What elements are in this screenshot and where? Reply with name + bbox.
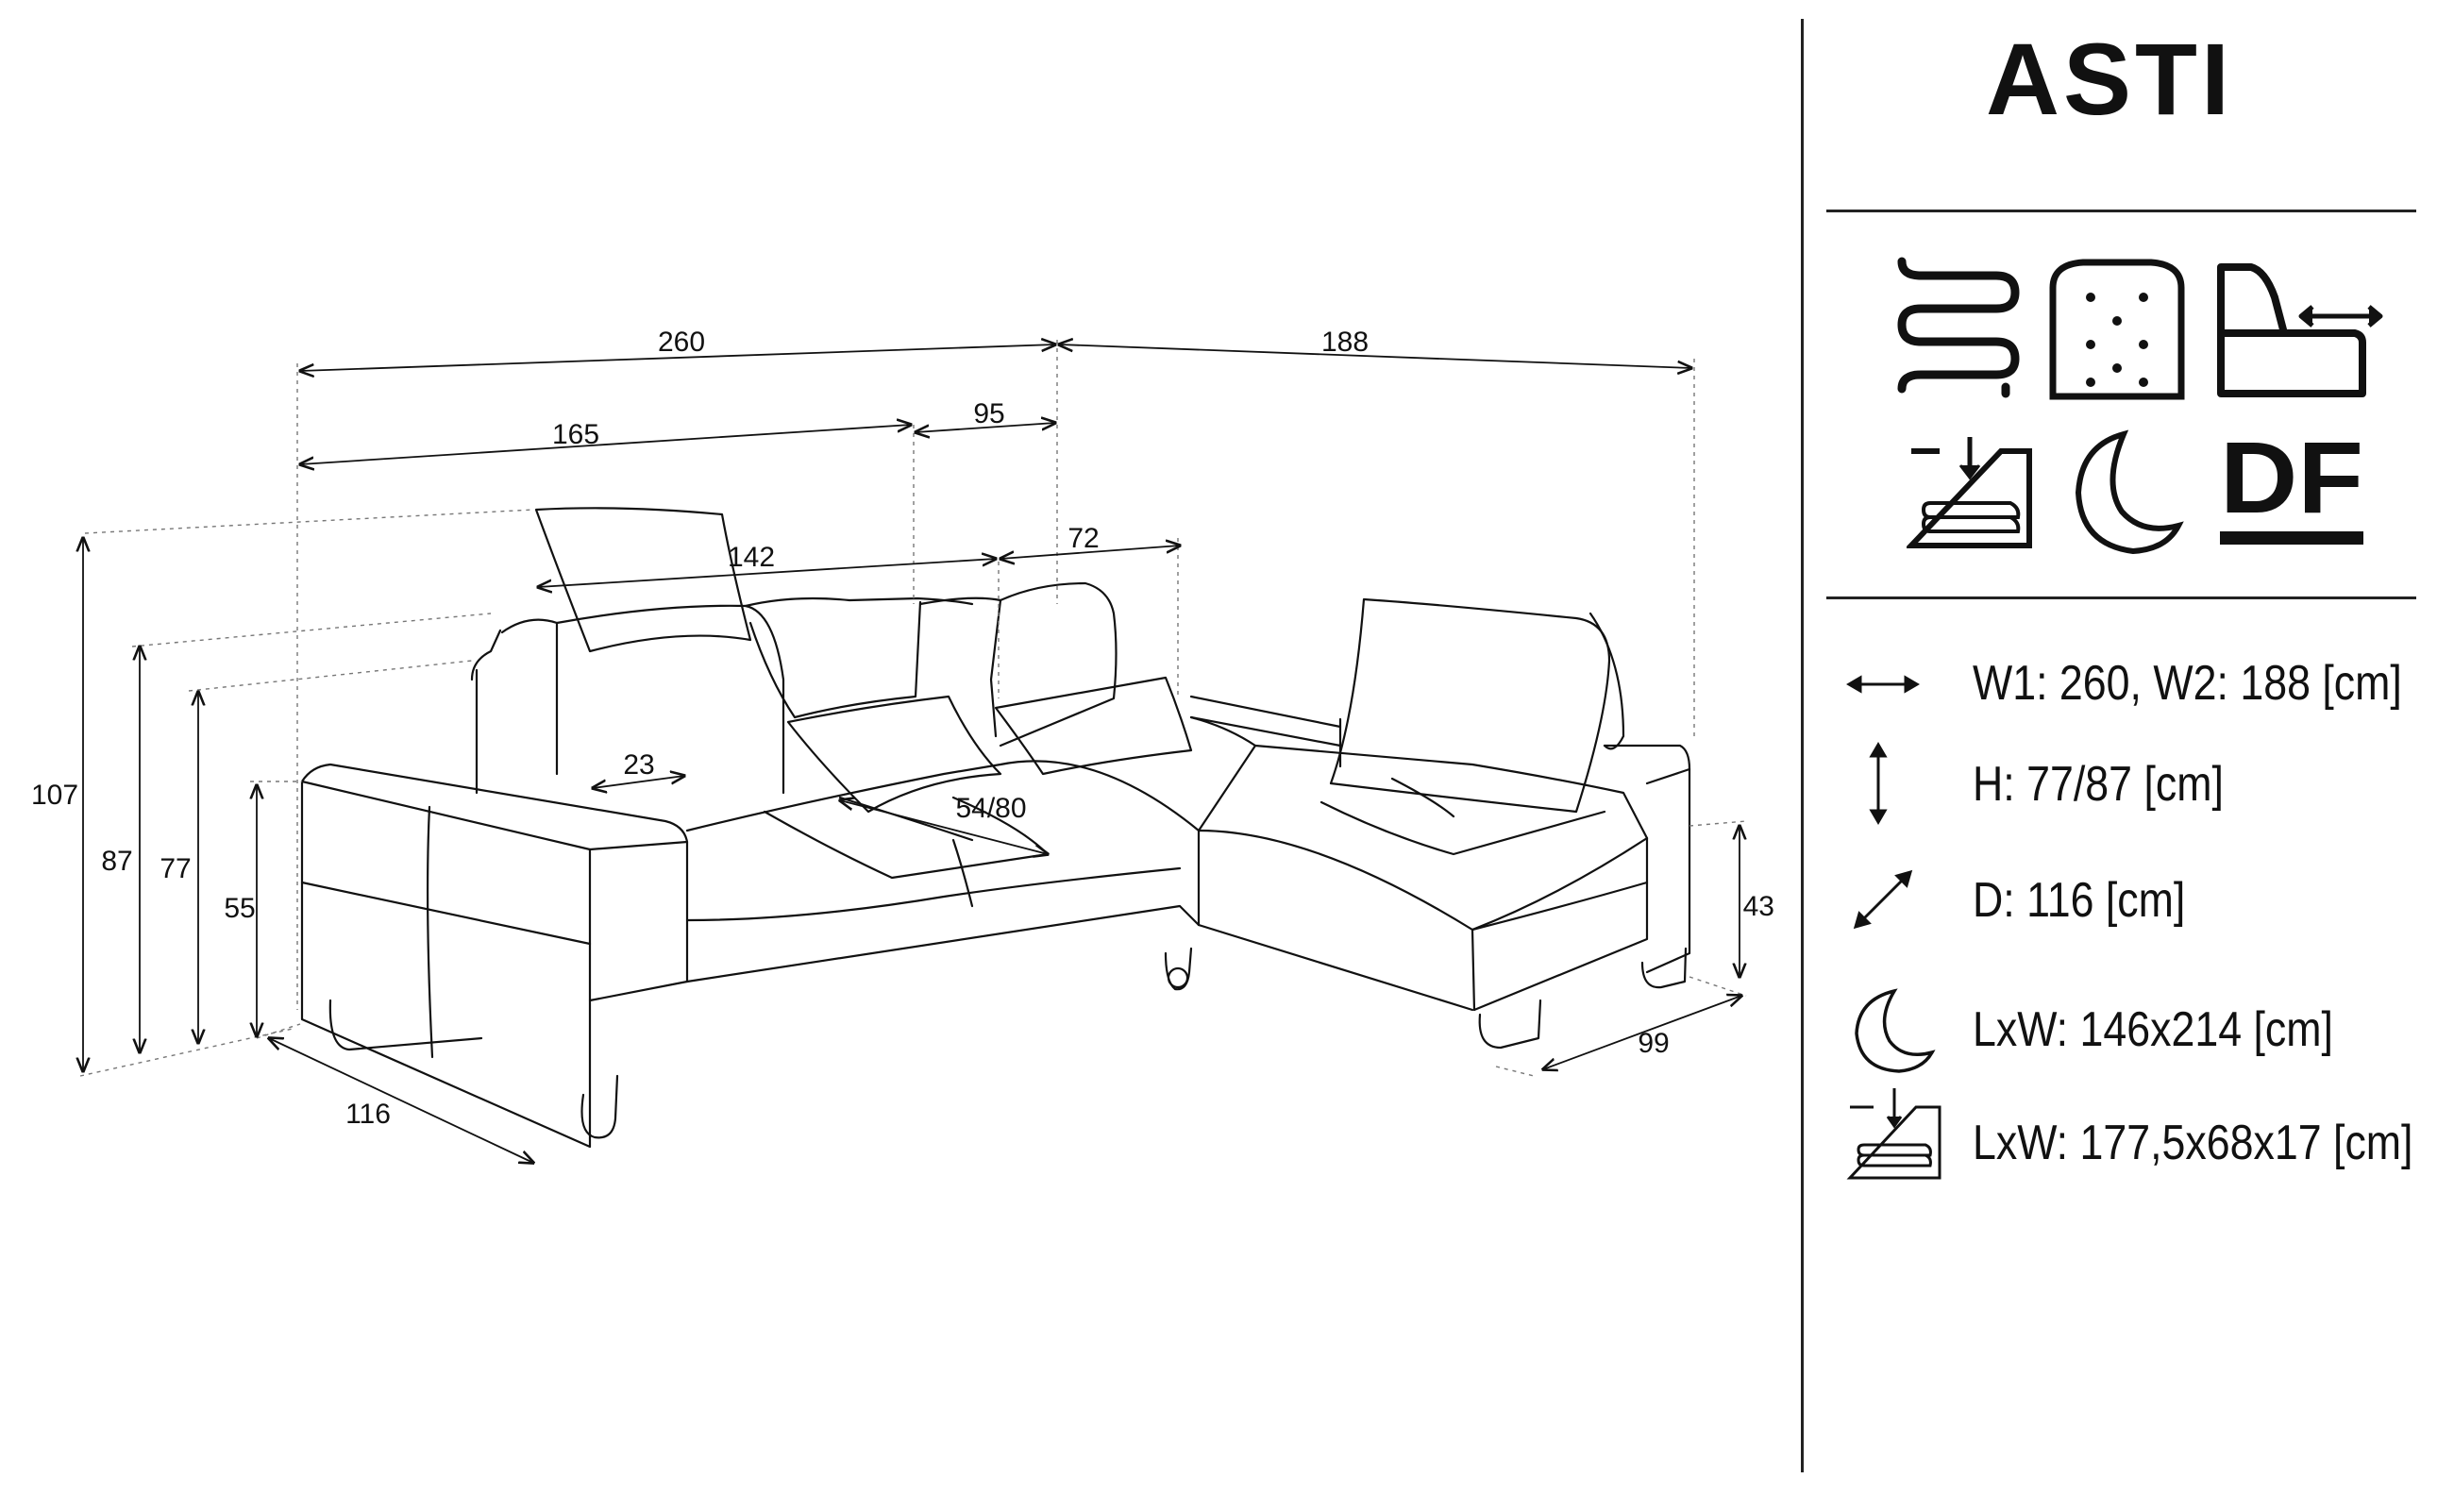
product-title: ASTI	[1985, 22, 2233, 136]
dim-w2: 188	[1321, 327, 1369, 358]
info-panel: ASTI DF	[1826, 0, 2430, 1512]
sofa-technical-drawing: 260 188 165 95 142 72 107 87 77 55 23 54…	[31, 327, 1774, 1512]
dim-headrest-h: 107	[31, 780, 78, 811]
width-arrows-icon	[1846, 675, 1920, 694]
depth-arrows-icon	[1853, 869, 1913, 930]
dim-side-depth: 116	[345, 1099, 391, 1130]
dim-top-h: 77	[160, 853, 191, 884]
foam-dots-icon	[2049, 259, 2185, 400]
sofa-outline	[300, 507, 1691, 1149]
sleep-function-icon	[2075, 429, 2184, 555]
spring-icon	[1897, 257, 2020, 398]
dim-backrest: 142	[728, 542, 775, 573]
spec-width: W1: 260, W2: 188 [cm]	[1973, 656, 2402, 711]
spec-sleeping-area: LxW: 146x214 [cm]	[1973, 1002, 2333, 1057]
spec-height: H: 77/87 [cm]	[1973, 757, 2224, 812]
dim-chaise-depth: 72	[1067, 523, 1099, 554]
dim-w1: 260	[658, 327, 705, 358]
dim-arm-w: 23	[623, 749, 654, 781]
dim-chaise-h: 43	[1743, 891, 1774, 922]
dim-back-h: 87	[101, 846, 132, 877]
dim-seat-mid: 95	[973, 398, 1004, 429]
vertical-divider	[1801, 19, 1804, 1472]
df-logo-text: DF	[2220, 429, 2363, 534]
dimension-lines	[83, 344, 1741, 1163]
dim-chaise-w: 99	[1638, 1028, 1669, 1059]
spec-depth: D: 116 [cm]	[1973, 873, 2186, 928]
extension-lines	[79, 340, 1747, 1077]
dimension-labels: 260 188 165 95 142 72 107 87 77 55 23 54…	[31, 327, 1774, 1130]
storage-icon	[1907, 437, 2032, 548]
adjustable-backrest-icon	[2217, 263, 2383, 397]
dim-seat-depth: 54/80	[955, 793, 1026, 824]
storage-box-icon	[1846, 1088, 1941, 1180]
dim-seat-left: 165	[552, 419, 599, 450]
height-arrows-icon	[1869, 742, 1888, 825]
middle-divider	[1826, 596, 2416, 599]
df-logo-icon: DF	[2220, 429, 2363, 545]
top-divider	[1826, 210, 2416, 212]
moon-icon	[1855, 988, 1936, 1073]
spec-storage: LxW: 177,5x68x17 [cm]	[1973, 1116, 2413, 1170]
dim-arm-h: 55	[224, 893, 255, 924]
